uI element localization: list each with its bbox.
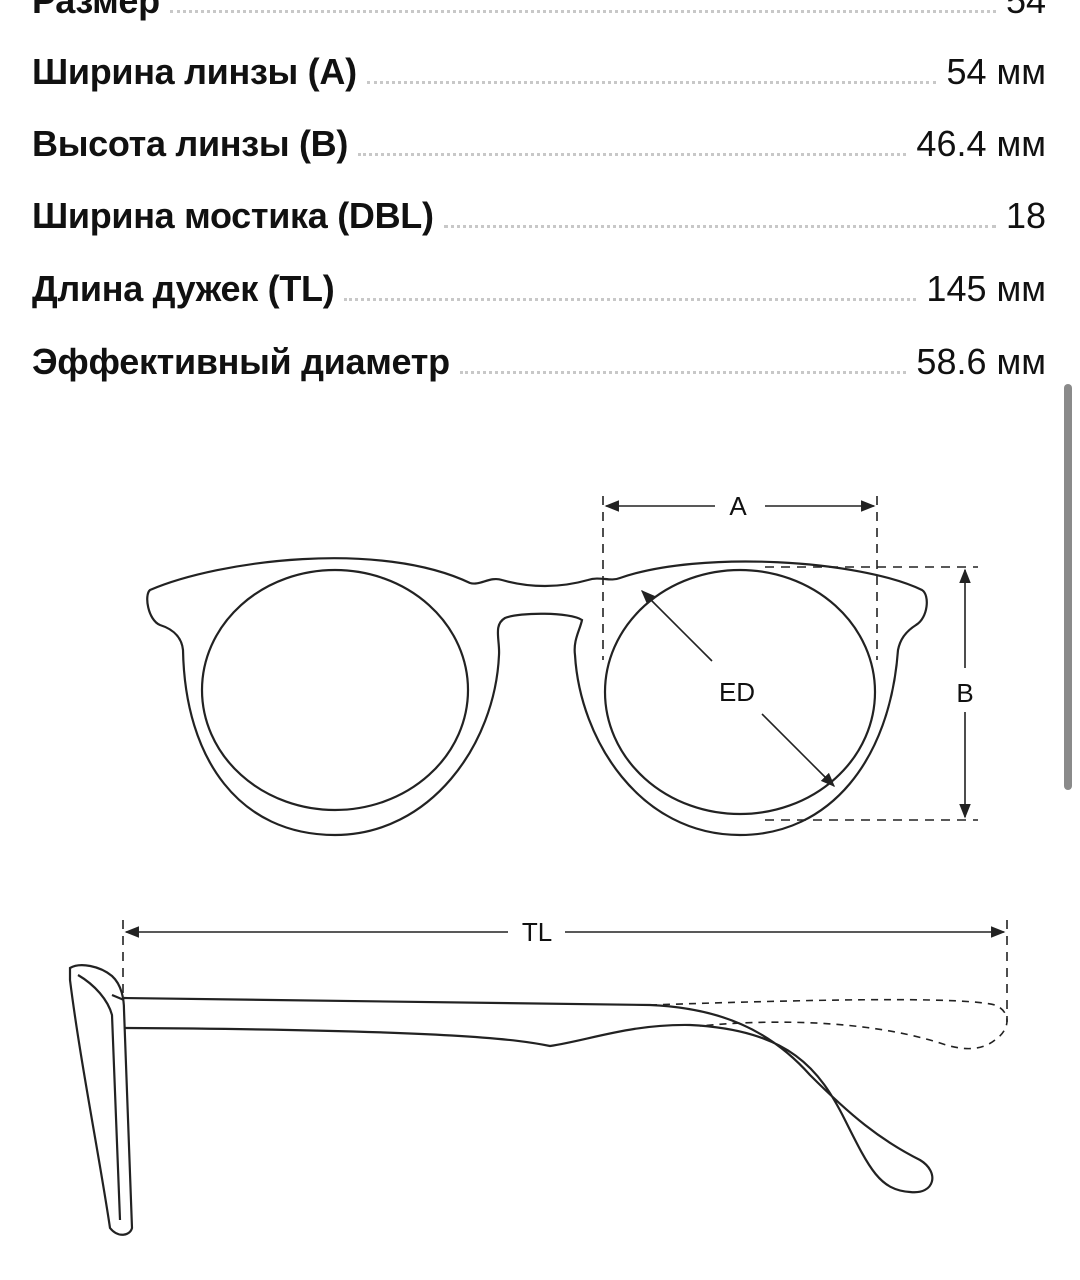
spec-value: 58.6 мм (916, 341, 1046, 382)
left-lens (200, 568, 470, 812)
spec-label: Ширина линзы (A) (32, 51, 357, 92)
dimension-tl (122, 920, 1008, 1022)
dot-leader (358, 153, 907, 156)
label-b: B (956, 678, 973, 708)
dot-leader (459, 371, 907, 374)
temple-arm (123, 996, 934, 1194)
spec-value: 145 мм (926, 268, 1046, 309)
spec-label: Высота линзы (B) (32, 123, 349, 164)
spec-row-bridge-width: Ширина мостика (DBL) 18 (32, 184, 1046, 234)
dimension-ed (640, 589, 836, 788)
spec-value: 54 (1005, 0, 1046, 21)
dimension-a (602, 496, 878, 660)
front-view (146, 557, 928, 837)
dot-leader (366, 81, 937, 84)
spec-label: Эффективный диаметр (32, 341, 450, 382)
right-lens (603, 568, 877, 816)
spec-value: 46.4 мм (916, 123, 1046, 164)
spec-row-lens-width: Ширина линзы (A) 54 мм (32, 40, 1046, 90)
temple-tip-dashed (649, 998, 1008, 1050)
spec-value: 18 (1005, 195, 1046, 236)
label-ed: ED (719, 677, 755, 707)
spec-label: Размер (32, 0, 160, 21)
dimension-b (765, 566, 978, 821)
spec-row-lens-height: Высота линзы (B) 46.4 мм (32, 112, 1046, 162)
spec-label: Ширина мостика (DBL) (32, 195, 434, 236)
spec-value: 54 мм (946, 51, 1046, 92)
label-a: A (729, 491, 747, 521)
spec-row-size: Размер 54 (32, 0, 1046, 19)
spec-row-effective-diameter: Эффективный диаметр 58.6 мм (32, 330, 1046, 380)
dot-leader (344, 298, 917, 301)
label-tl: TL (522, 917, 552, 947)
spec-label: Длина дужек (TL) (32, 268, 335, 309)
dot-leader (169, 10, 996, 13)
side-frame-front (68, 964, 134, 1236)
spec-row-temple-length: Длина дужек (TL) 145 мм (32, 257, 1046, 307)
scrollbar[interactable] (1064, 384, 1072, 790)
side-view (68, 964, 934, 1236)
dot-leader (443, 225, 996, 228)
frame-outline (146, 557, 928, 837)
